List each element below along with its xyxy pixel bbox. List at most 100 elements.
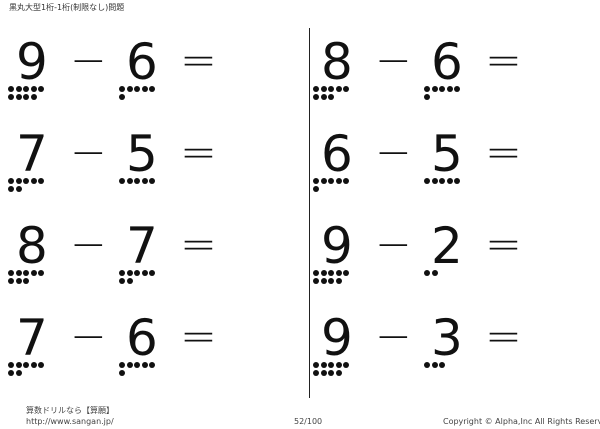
equals-sign: =	[180, 127, 217, 178]
counting-dot	[313, 362, 319, 368]
subtraction-problem: 6−5=	[313, 129, 600, 209]
subtrahend: 6	[126, 33, 158, 91]
subtraction-problem: 9−6=	[8, 37, 298, 117]
counting-dot	[8, 93, 14, 100]
minuend: 7	[16, 309, 48, 367]
subtrahend: 7	[126, 217, 158, 275]
counting-dot	[343, 362, 349, 368]
counting-dot	[328, 270, 334, 276]
counting-dot	[335, 362, 342, 368]
counting-dot	[134, 178, 140, 184]
counting-dot	[23, 277, 29, 284]
counting-dot	[446, 86, 453, 92]
counting-dot	[335, 270, 342, 276]
minus-sign: −	[70, 219, 107, 270]
counting-dot	[313, 277, 319, 284]
counting-dot	[8, 277, 14, 284]
counting-dot	[15, 277, 22, 284]
counting-dot	[23, 270, 29, 276]
counting-dot	[38, 270, 44, 276]
subtrahend: 5	[431, 125, 463, 183]
minuend: 8	[16, 217, 48, 275]
counting-dot	[15, 86, 22, 92]
minuend: 6	[321, 125, 353, 183]
counting-dot	[134, 86, 140, 92]
counting-dot	[126, 277, 133, 284]
counting-dot	[439, 362, 445, 368]
counting-dot	[454, 178, 460, 184]
subtrahend: 6	[126, 309, 158, 367]
counting-dot	[328, 277, 334, 284]
counting-dot	[313, 185, 319, 192]
column-divider	[309, 28, 310, 398]
counting-dot	[313, 93, 319, 100]
minus-sign: −	[375, 311, 412, 362]
counting-dot	[320, 362, 327, 368]
equals-sign: =	[485, 219, 522, 270]
counting-dot	[313, 369, 319, 376]
counting-dot	[335, 369, 342, 376]
counting-dot	[23, 178, 29, 184]
subtraction-problem: 7−5=	[8, 129, 298, 209]
counting-dot	[328, 93, 334, 100]
equals-sign: =	[180, 219, 217, 270]
counting-dot	[431, 362, 438, 368]
counting-dot	[30, 86, 37, 92]
worksheet-title: 黒丸大型1桁-1桁(制限なし)問題	[9, 3, 125, 12]
counting-dot	[15, 178, 22, 184]
counting-dot	[431, 270, 438, 276]
minus-sign: −	[70, 35, 107, 86]
counting-dot	[30, 362, 37, 368]
counting-dot	[141, 178, 148, 184]
subtraction-problem: 8−6=	[313, 37, 600, 117]
minus-sign: −	[375, 35, 412, 86]
subtrahend: 5	[126, 125, 158, 183]
counting-dot	[320, 93, 327, 100]
equals-sign: =	[180, 35, 217, 86]
subtraction-problem: 8−7=	[8, 221, 298, 301]
counting-dot	[23, 93, 29, 100]
counting-dot	[119, 369, 125, 376]
counting-dot	[149, 362, 155, 368]
counting-dot	[149, 270, 155, 276]
equals-sign: =	[180, 311, 217, 362]
counting-dot	[8, 362, 14, 368]
counting-dot	[126, 178, 133, 184]
counting-dot	[15, 270, 22, 276]
counting-dot	[439, 86, 445, 92]
footer-page-number: 52/100	[294, 417, 323, 426]
counting-dot	[313, 178, 319, 184]
counting-dot	[119, 86, 125, 92]
counting-dot	[8, 270, 14, 276]
counting-dot	[30, 270, 37, 276]
equals-sign: =	[485, 127, 522, 178]
minuend: 7	[16, 125, 48, 183]
counting-dot	[38, 362, 44, 368]
minuend: 9	[16, 33, 48, 91]
counting-dot	[126, 270, 133, 276]
counting-dot	[320, 277, 327, 284]
counting-dot	[38, 178, 44, 184]
counting-dot	[431, 178, 438, 184]
counting-dot	[335, 86, 342, 92]
counting-dot	[119, 362, 125, 368]
counting-dot	[335, 277, 342, 284]
counting-dot	[328, 362, 334, 368]
counting-dot	[328, 369, 334, 376]
counting-dot	[119, 270, 125, 276]
counting-dot	[149, 178, 155, 184]
counting-dot	[119, 277, 125, 284]
minus-sign: −	[375, 219, 412, 270]
counting-dot	[424, 270, 430, 276]
counting-dot	[431, 86, 438, 92]
counting-dot	[134, 270, 140, 276]
counting-dot	[141, 362, 148, 368]
counting-dot	[15, 93, 22, 100]
minus-sign: −	[70, 311, 107, 362]
counting-dot	[149, 86, 155, 92]
counting-dot	[15, 369, 22, 376]
subtrahend: 3	[431, 309, 463, 367]
footer-url[interactable]: http://www.sangan.jp/	[26, 417, 114, 426]
counting-dot	[15, 362, 22, 368]
counting-dot	[424, 362, 430, 368]
